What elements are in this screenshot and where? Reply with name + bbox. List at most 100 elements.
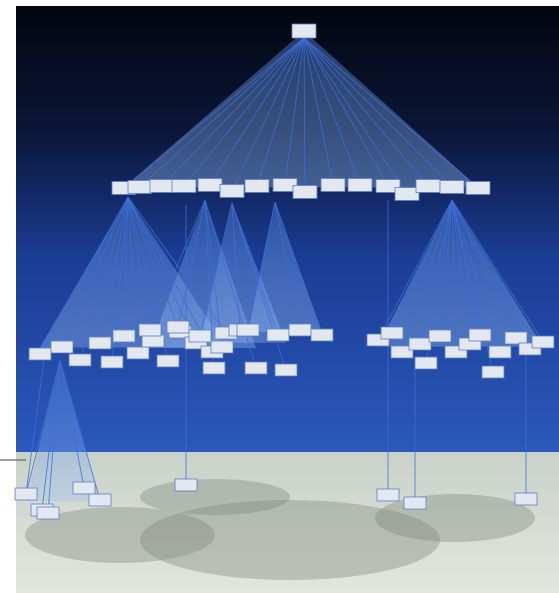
- root-link-0: [123, 37, 305, 189]
- mid1-link-4: [204, 199, 257, 369]
- right-link-13: [451, 199, 544, 343]
- right-link-12: [451, 199, 531, 350]
- mid2-link-2: [231, 202, 287, 371]
- level3-left-node-0: [14, 487, 38, 501]
- root-link-2: [161, 37, 305, 187]
- level2-node-8: [156, 354, 180, 368]
- mid2-link-0: [199, 202, 233, 337]
- level3-left-node-4: [88, 493, 112, 507]
- right-link-1: [391, 199, 453, 334]
- level2-node-33: [468, 328, 492, 342]
- shadow-center: [140, 479, 290, 515]
- level2-node-16: [210, 340, 234, 354]
- mid2-link-1: [231, 202, 241, 331]
- level2-node-2: [68, 353, 92, 367]
- root-link-1: [139, 37, 305, 188]
- root-link-12: [303, 37, 408, 195]
- lower-left-cone: [26, 360, 100, 501]
- level2-node-24: [310, 328, 334, 342]
- level2-node-7: [141, 334, 165, 348]
- level1-node-5: [219, 184, 245, 198]
- root-link-7: [284, 37, 305, 186]
- root-link-15: [303, 37, 479, 189]
- root-cone: [124, 31, 478, 188]
- left-link-5: [123, 196, 129, 337]
- left-link-12: [127, 196, 227, 334]
- mid1-link-3: [204, 199, 223, 348]
- link-layer: [25, 37, 544, 514]
- level1-node-11: [375, 179, 401, 193]
- lowerleft-link-3: [59, 359, 85, 489]
- left-link-9: [127, 196, 181, 333]
- right-link-6: [451, 199, 457, 353]
- root-link-5: [231, 37, 305, 192]
- level1-node-12: [394, 187, 420, 201]
- right-link-9: [451, 199, 494, 373]
- level2-node-36: [504, 331, 528, 345]
- mid1-link-1: [177, 199, 206, 328]
- left-link-6: [127, 196, 139, 354]
- level2-node-21: [266, 328, 290, 342]
- lowerleft-link-1: [41, 359, 61, 511]
- root-link-11: [303, 37, 389, 187]
- mid2-link-3: [231, 202, 279, 336]
- right-link-5: [439, 199, 453, 337]
- level2-node-28: [408, 337, 432, 351]
- level2-node-3: [88, 336, 112, 350]
- floor-node-1: [376, 488, 400, 502]
- lowerleft-link-4: [59, 359, 101, 501]
- right-link-7: [451, 199, 471, 345]
- shadow-left: [25, 507, 215, 563]
- root-link-3: [183, 37, 305, 187]
- floor-node-2: [403, 496, 427, 510]
- level2-node-22: [236, 323, 260, 337]
- level2-node-14: [166, 320, 190, 334]
- mid3-link-1: [274, 201, 301, 331]
- root-link-9: [303, 37, 334, 186]
- level2-node-15: [202, 361, 226, 375]
- level1-node-6: [244, 179, 270, 193]
- level2-node-5: [112, 329, 136, 343]
- left-link-2: [79, 196, 129, 361]
- level2-node-17: [244, 361, 268, 375]
- root-link-10: [303, 37, 361, 186]
- root-node: [291, 23, 317, 39]
- level1-node-7: [272, 178, 298, 192]
- level3-left-node-3: [72, 481, 96, 495]
- right-link-2: [401, 199, 453, 353]
- level1-node-13: [415, 179, 441, 193]
- level1-node-8: [292, 185, 318, 199]
- left-link-7: [127, 196, 154, 342]
- level1-node-2: [149, 179, 175, 193]
- level2-node-27: [390, 345, 414, 359]
- level2-node-38: [531, 335, 555, 349]
- lowerleft-link-2: [47, 359, 61, 514]
- level2-node-4: [100, 355, 124, 369]
- level1-node-3: [171, 179, 197, 193]
- right-link-3: [419, 199, 453, 345]
- shadow-root: [140, 500, 440, 580]
- level2-node-35: [488, 345, 512, 359]
- root-link-4: [209, 37, 305, 186]
- floor-node-0: [174, 478, 198, 492]
- level2-node-0: [28, 347, 52, 361]
- root-link-13: [303, 37, 429, 187]
- mid3-link-0: [247, 201, 276, 331]
- root-link-6: [256, 37, 305, 187]
- left-link-0: [39, 196, 129, 355]
- level2-node-18: [188, 329, 212, 343]
- right-cone: [378, 200, 543, 347]
- level1-node-1: [127, 180, 153, 194]
- node-layer: [14, 23, 555, 520]
- level2-node-6: [126, 346, 150, 360]
- level2-node-20: [274, 363, 298, 377]
- mid1-link-0: [149, 199, 206, 331]
- right-link-8: [451, 199, 481, 336]
- level3-left-node-2: [36, 506, 60, 520]
- level1-node-4: [197, 178, 223, 192]
- left-link-1: [61, 196, 129, 348]
- right-link-0: [377, 199, 453, 341]
- mid1-link-2: [204, 199, 215, 369]
- floor-plane: [16, 452, 559, 593]
- level2-node-30: [428, 329, 452, 343]
